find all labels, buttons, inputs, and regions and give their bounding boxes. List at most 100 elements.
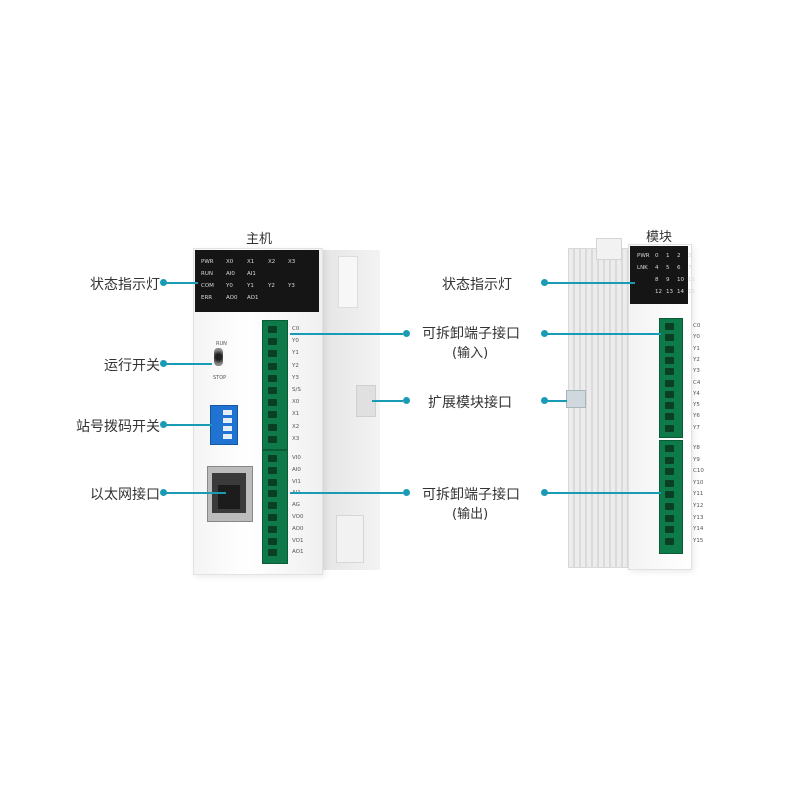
main-led-label: Y3 — [288, 283, 295, 289]
dip-switch[interactable] — [210, 405, 238, 445]
terminal-hole — [665, 323, 674, 330]
label-terminal-output-sub: (输出) — [452, 507, 489, 522]
terminal-hole — [665, 503, 674, 510]
run-switch[interactable] — [214, 348, 223, 366]
module-pin-label: Y2 — [693, 356, 700, 363]
module-pin-label: Y6 — [693, 413, 700, 420]
main-pin-label: X0 — [292, 399, 300, 406]
terminal-hole — [268, 411, 277, 419]
terminal-hole — [665, 479, 674, 487]
callout-dot — [541, 489, 548, 496]
terminal-hole — [268, 326, 277, 333]
module-pin-label: C4 — [693, 379, 701, 386]
terminal-hole — [268, 514, 277, 521]
main-pin-label: AI0 — [292, 466, 301, 473]
terminal-hole — [665, 368, 674, 376]
terminal-hole — [665, 390, 674, 398]
module-pin-label: Y7 — [693, 424, 700, 431]
terminal-hole — [268, 455, 277, 462]
main-pin-label: VO0 — [292, 514, 304, 520]
module-pin-label: Y3 — [693, 368, 700, 375]
main-pin-label: Y1 — [292, 350, 299, 357]
module-led-label: 7 — [688, 265, 692, 271]
main-led-label: AI0 — [226, 271, 235, 277]
module-expansion-port — [566, 390, 586, 408]
callout-line — [290, 492, 403, 494]
module-pin-label: Y5 — [693, 402, 700, 409]
callout-dot — [160, 279, 167, 286]
terminal-hole — [268, 549, 277, 557]
terminal-hole — [268, 362, 277, 370]
terminal-hole — [268, 490, 277, 498]
terminal-hole — [665, 334, 674, 342]
main-pin-label: X1 — [292, 411, 300, 418]
main-led-label: X2 — [268, 259, 276, 265]
callout-dot — [403, 489, 410, 496]
main-led-label: ERR — [201, 295, 213, 301]
callout-dot — [160, 360, 167, 367]
terminal-hole — [665, 345, 674, 353]
main-led-label: PWR — [201, 259, 214, 265]
main-pin-label: Y2 — [292, 362, 299, 369]
label-dip-switch: 站号拨码开关 — [76, 419, 160, 435]
terminal-hole — [268, 374, 277, 382]
main-unit-caption: 主机 — [246, 232, 273, 247]
ethernet-port[interactable] — [207, 466, 253, 522]
main-led-label: AI1 — [247, 271, 256, 277]
module-led-label: 11 — [688, 277, 695, 283]
module-pin-label: Y13 — [693, 514, 704, 521]
module-led-label: 8 — [655, 277, 659, 283]
module-pin-label: Y14 — [693, 526, 704, 533]
terminal-hole — [268, 435, 277, 443]
main-led-label: AO1 — [247, 295, 259, 301]
terminal-hole — [665, 468, 674, 476]
module-pin-label: Y12 — [693, 503, 704, 509]
callout-line — [164, 282, 198, 284]
main-pin-label: VO1 — [292, 537, 304, 544]
module-pin-label: Y10 — [693, 479, 704, 486]
terminal-hole — [268, 350, 277, 358]
module-led-label: 15 — [688, 289, 695, 295]
module-led-label: PWR — [637, 253, 650, 259]
callout-dot — [403, 330, 410, 337]
label-ethernet: 以太网接口 — [90, 487, 160, 503]
main-pin-label: AO1 — [292, 549, 304, 556]
main-led-label: AO0 — [226, 295, 238, 301]
callout-dot — [403, 397, 410, 404]
label-run-switch: 运行开关 — [104, 358, 160, 374]
terminal-hole — [665, 514, 674, 522]
main-unit-latch-top — [338, 256, 358, 308]
callout-line — [545, 282, 635, 284]
callout-line — [164, 424, 212, 426]
main-led-label: X3 — [288, 259, 296, 265]
run-switch-label-stop: STOP — [213, 375, 227, 381]
terminal-hole — [665, 413, 674, 421]
module-led-label: 2 — [677, 253, 681, 259]
label-status-led-left: 状态指示灯 — [90, 277, 160, 293]
terminal-hole — [665, 445, 674, 452]
module-pin-label: Y15 — [693, 537, 704, 544]
module-pin-label: Y8 — [693, 445, 700, 451]
main-pin-label: AG — [292, 502, 300, 509]
terminal-hole — [665, 526, 674, 534]
module-pin-label: C0 — [693, 323, 701, 329]
main-pin-label: AO0 — [292, 525, 304, 532]
label-terminal-input-sub: (输入) — [452, 346, 489, 361]
module-caption: 模块 — [646, 230, 673, 245]
main-led-label: Y1 — [247, 283, 254, 289]
callout-line — [545, 333, 661, 335]
callout-dot — [160, 421, 167, 428]
module-led-label: LNK — [637, 265, 648, 271]
main-pin-label: VI1 — [292, 478, 301, 485]
run-switch-label-run: RUN — [216, 341, 227, 347]
terminal-hole — [268, 502, 277, 510]
main-pin-label: X2 — [292, 423, 300, 430]
label-expansion: 扩展模块接口 — [428, 395, 512, 411]
module-latch-top — [596, 238, 622, 260]
callout-dot — [541, 397, 548, 404]
callout-line — [164, 363, 212, 365]
terminal-hole — [665, 356, 674, 364]
main-led-label: X1 — [247, 259, 255, 265]
module-pin-label: Y11 — [693, 491, 704, 498]
module-led-label: 6 — [677, 265, 681, 271]
